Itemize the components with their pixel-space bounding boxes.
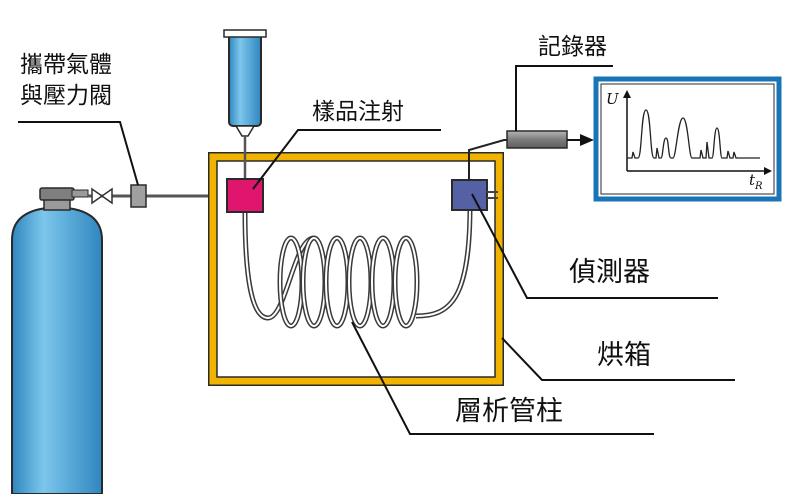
recorder-body: [506, 130, 568, 149]
oven-label: 烘箱: [597, 340, 651, 371]
detector-block: [451, 179, 488, 211]
valve-icon: [91, 187, 113, 205]
column-coils: [277, 235, 420, 329]
recorder-label: 記錄器: [538, 34, 607, 60]
column-label: 層析管柱: [455, 396, 563, 427]
syringe: [223, 29, 267, 178]
chromatogram-trace: [627, 109, 760, 159]
detector-outlet: [487, 191, 498, 199]
carrier-gas-label: 攜帶氣體: [20, 52, 112, 78]
sample-injection-label: 樣品注射: [312, 99, 404, 125]
gas-cylinder: [11, 187, 103, 495]
recorder-leader: [515, 65, 613, 131]
y-axis-label: U: [606, 90, 619, 108]
x-axis-label: tR: [749, 171, 763, 192]
column-coil-loop: [394, 237, 418, 327]
detector-leader: [471, 193, 718, 299]
carrier-gas-leader: [18, 121, 139, 186]
pressure-valve-label: 與壓力閥: [20, 83, 112, 109]
pressure-regulator: [130, 184, 147, 208]
detector-label: 偵測器: [569, 257, 650, 288]
column-leader: [351, 321, 654, 435]
oven-leader: [501, 337, 735, 381]
signal-wire: [468, 139, 508, 180]
recorder-display: [593, 76, 782, 202]
sample-injection-leader: [252, 129, 441, 190]
